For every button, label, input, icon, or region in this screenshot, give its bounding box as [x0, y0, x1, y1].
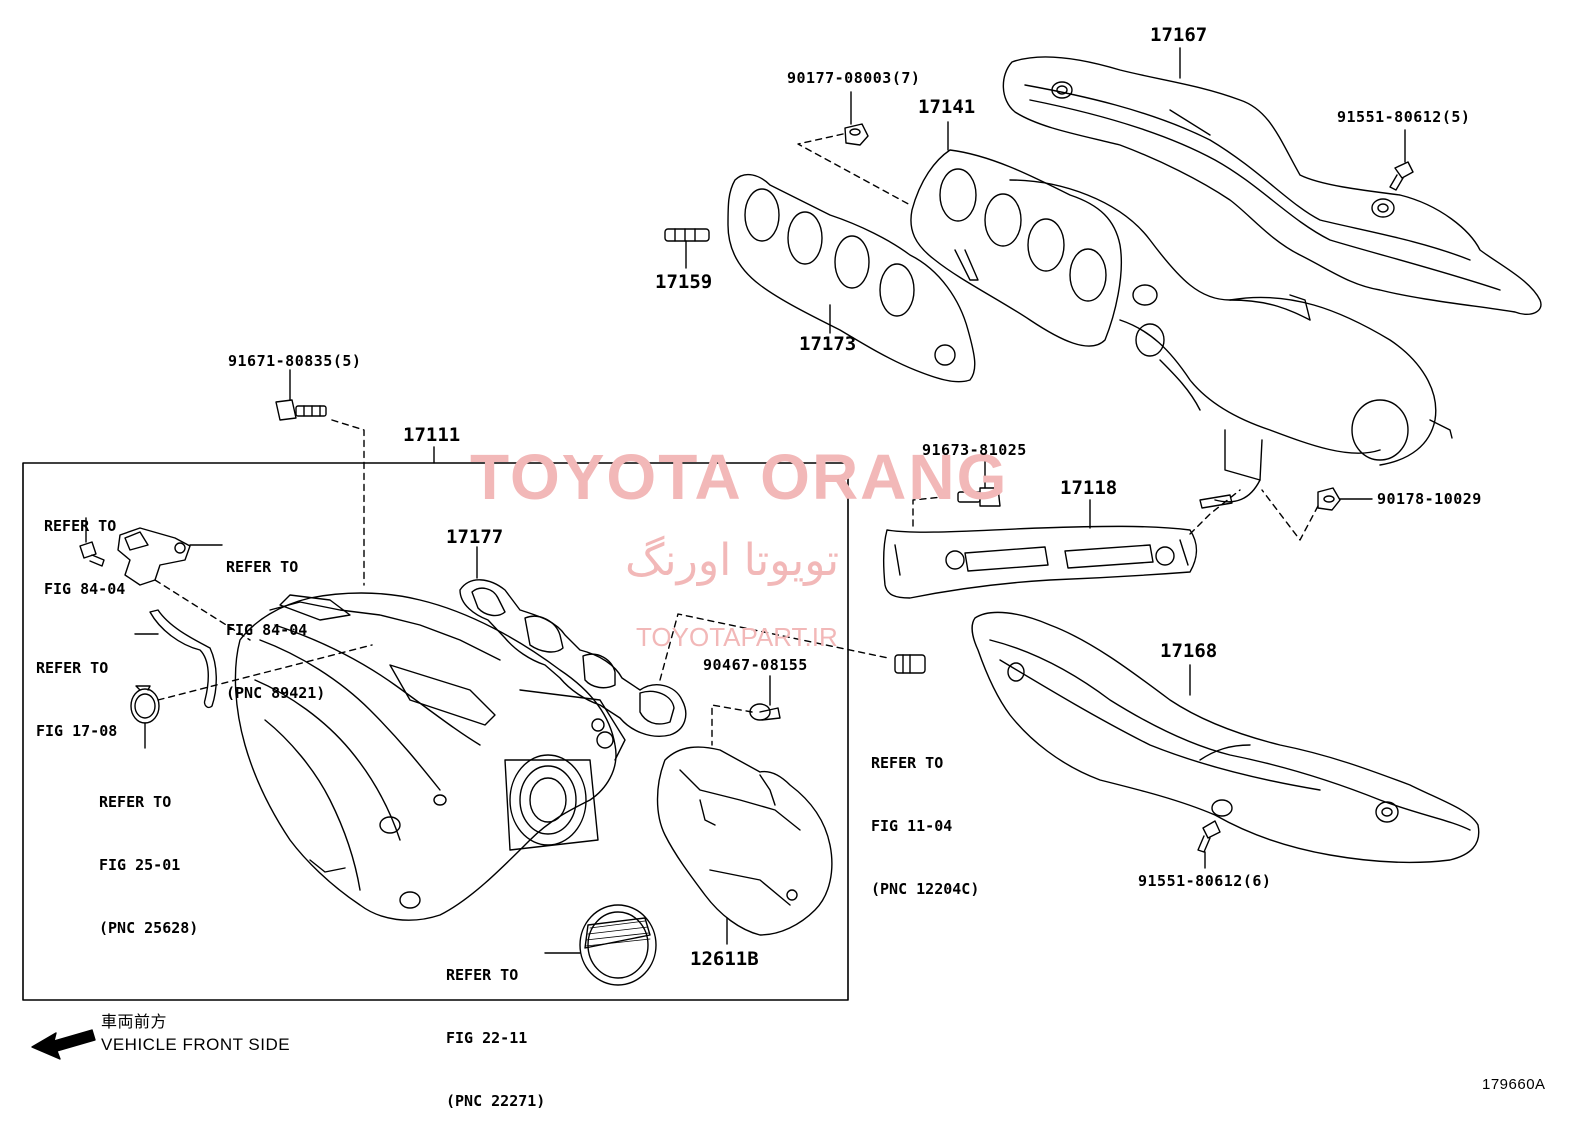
fastener-label-90467: 90467-08155 — [703, 656, 808, 674]
refer-line: REFER TO — [226, 558, 299, 576]
refer-line: (PNC 22271) — [446, 1092, 546, 1110]
refer-line: REFER TO — [871, 754, 944, 772]
fitting-12204c — [894, 654, 926, 674]
dash-sensor — [154, 579, 251, 641]
refer-line: REFER TO — [44, 517, 117, 535]
refer-line: FIG 11-04 — [871, 817, 953, 835]
refer-line: FIG 22-11 — [446, 1029, 528, 1047]
dash-90177 — [797, 133, 913, 207]
part-label-17118: 17118 — [1060, 477, 1118, 499]
part-label-17168: 17168 — [1160, 640, 1218, 662]
refer-block-22-11: REFER TO FIG 22-11 (PNC 22271) — [446, 923, 545, 1133]
sensor-89421 — [117, 527, 191, 586]
figure-id: 179660A — [1482, 1076, 1546, 1093]
part-label-17141: 17141 — [918, 96, 976, 118]
part-label-17173: 17173 — [799, 333, 857, 355]
fastener-label-91551-upper: 91551-80612(5) — [1337, 108, 1471, 126]
throttle-gasket-ring — [579, 904, 657, 986]
dash-17118-left — [912, 495, 953, 527]
refer-block-17-08: REFER TO FIG 17-08 — [36, 616, 117, 763]
bolt-91551-upper — [1389, 161, 1414, 191]
bolt-91671 — [275, 399, 327, 421]
refer-line: FIG 17-08 — [36, 722, 118, 740]
refer-line: (PNC 89421) — [226, 684, 326, 702]
refer-line: FIG 84-04 — [44, 580, 126, 598]
watermark-site: TOYOTAPART.IR — [636, 622, 838, 652]
nut-90178 — [1317, 487, 1341, 511]
engine-cover — [656, 746, 833, 936]
pcv-hose — [149, 609, 217, 709]
exhaust-manifold — [910, 149, 1453, 503]
part-label-12611B: 12611B — [690, 948, 759, 970]
part-label-17167: 17167 — [1150, 24, 1208, 46]
refer-line: REFER TO — [99, 793, 172, 811]
fastener-label-90178: 90178-10029 — [1377, 490, 1482, 508]
exhaust-gasket — [727, 173, 976, 383]
refer-line: (PNC 25628) — [99, 919, 199, 937]
fastener-label-91671: 91671-80835(5) — [228, 352, 362, 370]
vehicle-front-arrow-icon — [31, 1029, 96, 1060]
refer-line: FIG 25-01 — [99, 856, 181, 874]
hose-clamp — [130, 685, 160, 724]
refer-line: REFER TO — [36, 659, 109, 677]
refer-line: REFER TO — [446, 966, 519, 984]
clip-90467 — [749, 703, 781, 721]
intake-gasket — [459, 579, 687, 737]
stud-stub — [1199, 494, 1233, 509]
nut-90177 — [844, 123, 869, 146]
part-label-17159: 17159 — [655, 271, 713, 293]
intake-manifold-frame — [22, 462, 849, 1001]
dash-91671 — [331, 419, 365, 586]
vehicle-front-label-jp: 車両前方 — [101, 1014, 168, 1031]
refer-line: FIG 84-04 — [226, 621, 308, 639]
dash-clamp — [157, 644, 373, 701]
dash-11-04 — [659, 613, 889, 681]
heat-insulator-upper — [1002, 56, 1542, 316]
refer-line: (PNC 12204C) — [871, 880, 980, 898]
exploded-parts-diagram — [22, 47, 1542, 1060]
refer-block-84-04-b: REFER TO FIG 84-04 (PNC 89421) — [226, 515, 325, 725]
dash-90178 — [1261, 489, 1319, 541]
refer-block-11-04: REFER TO FIG 11-04 (PNC 12204C) — [871, 711, 979, 921]
intake-manifold — [234, 592, 626, 921]
watermark-brand-fa: تویوتا اورنگ — [625, 536, 840, 585]
heat-insulator-lower — [971, 611, 1480, 864]
fastener-label-91551-lower: 91551-80612(6) — [1138, 872, 1272, 890]
refer-block-25-01: REFER TO FIG 25-01 (PNC 25628) — [99, 750, 198, 960]
vehicle-front-label-en: VEHICLE FRONT SIDE — [101, 1035, 291, 1054]
bolt-91673 — [957, 487, 1001, 507]
bolt-91551-lower — [1197, 820, 1221, 853]
manifold-stay — [882, 525, 1198, 599]
dash-90467 — [711, 704, 753, 746]
stud-bolt — [664, 228, 710, 242]
watermark-brand: TOYOTA ORANG — [470, 441, 1009, 513]
dash-17118-right — [1189, 489, 1241, 535]
part-label-17177: 17177 — [446, 526, 504, 548]
fastener-label-90177: 90177-08003(7) — [787, 69, 921, 87]
part-label-17111: 17111 — [403, 424, 461, 446]
small-bolt-left — [79, 541, 105, 567]
fastener-label-91673: 91673-81025 — [922, 441, 1027, 459]
refer-block-84-04-a: REFER TO FIG 84-04 — [44, 474, 125, 621]
